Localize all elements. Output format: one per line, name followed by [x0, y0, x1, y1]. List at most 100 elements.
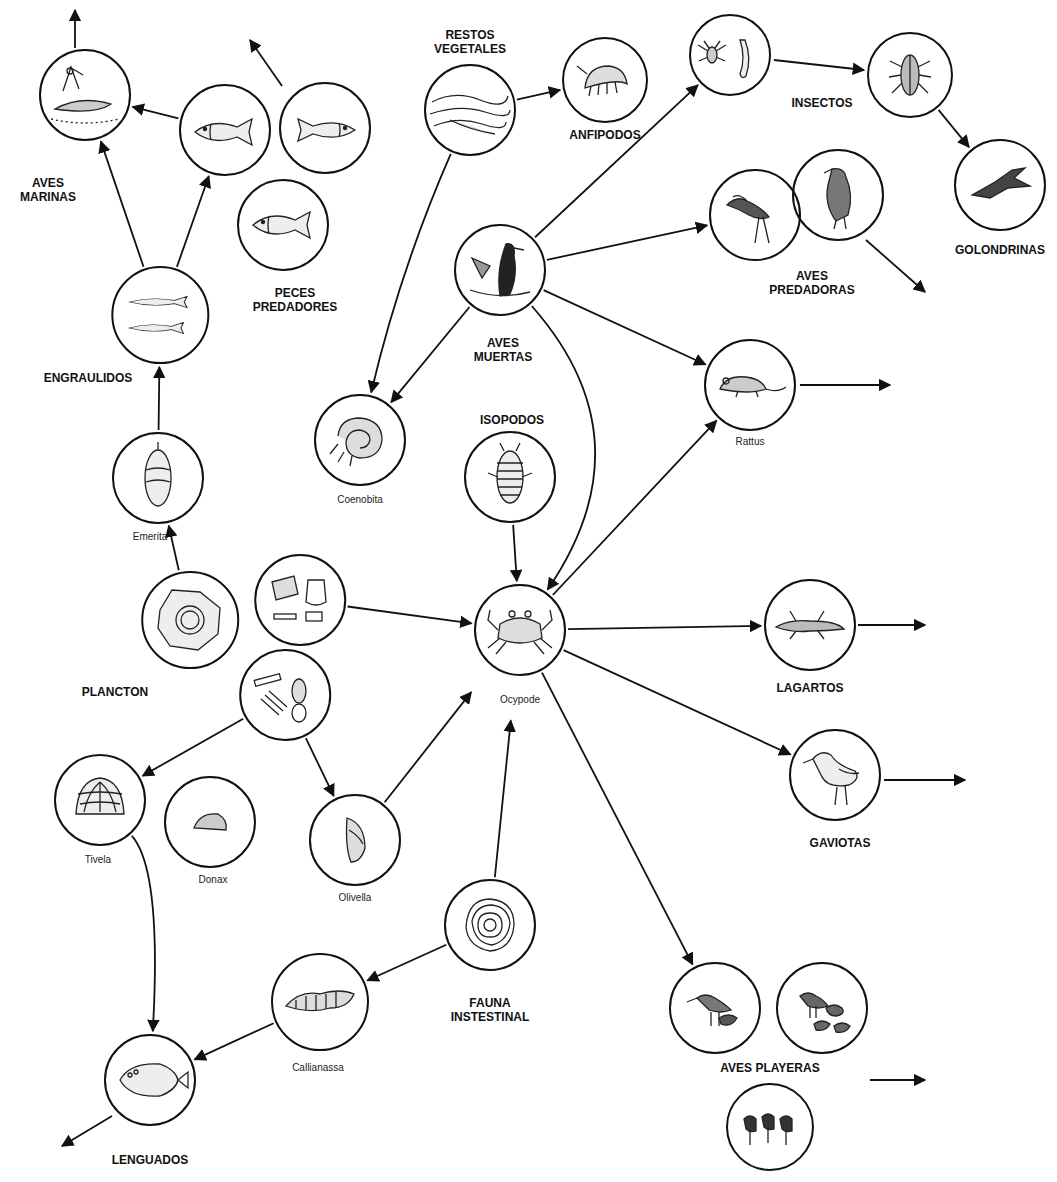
node-label: Coenobita	[337, 494, 383, 506]
organism-node: LENGUADOS	[103, 1033, 197, 1167]
food-arrow	[143, 719, 244, 776]
node-circle	[310, 795, 400, 885]
food-arrow	[101, 141, 144, 266]
node-circle	[710, 170, 800, 260]
node-label: Ocypode	[500, 694, 540, 706]
node-circle	[455, 225, 545, 315]
food-arrow	[158, 367, 161, 430]
food-arrow	[132, 836, 155, 1031]
organism-node: AVES PREDADORAS	[708, 148, 885, 297]
organism-node: ENGRAULIDOS	[44, 265, 210, 385]
node-label: PECES PREDADORES	[245, 286, 345, 314]
food-arrow	[938, 110, 968, 147]
node-label: GAVIOTAS	[810, 836, 871, 850]
node-circle	[238, 180, 328, 270]
node-circle	[705, 340, 795, 430]
node-circle	[255, 555, 345, 645]
node-outline	[13, 48, 132, 204]
food-arrow	[544, 290, 706, 364]
food-arrow	[568, 626, 761, 629]
node-label: AVES PREDADORAS	[762, 269, 862, 297]
organism-node: ANFIPODOS	[561, 36, 649, 142]
food-arrow	[177, 176, 209, 267]
food-arrow	[371, 154, 451, 392]
food-arrow	[169, 526, 179, 570]
food-arrow	[532, 306, 595, 590]
node-circle	[165, 777, 255, 867]
organism-node: GOLONDRINAS	[953, 138, 1047, 257]
node-label: FAUNA INSTESTINAL	[440, 996, 540, 1024]
node-circle	[180, 85, 270, 175]
node-circle	[445, 880, 535, 970]
node-label: AVES MARINAS	[13, 176, 83, 204]
node-circle	[113, 433, 203, 523]
organism-node: GAVIOTAS	[788, 728, 882, 850]
node-label: Rattus	[736, 436, 765, 448]
node-circle	[777, 963, 867, 1053]
organism-node: Olivella	[308, 793, 402, 904]
organism-node: LAGARTOS	[763, 578, 857, 695]
organism-node: AVES MARINAS	[13, 48, 132, 204]
food-arrow	[553, 421, 717, 595]
node-outline	[703, 338, 797, 448]
node-label: LENGUADOS	[112, 1153, 189, 1167]
node-circle	[105, 1035, 195, 1125]
food-arrow	[367, 945, 446, 981]
organism-node: INSECTOS	[688, 13, 954, 119]
organism-node: Callianassa	[270, 952, 370, 1074]
organism-node: PLANCTON	[82, 553, 347, 742]
outgoing-arrows	[62, 10, 965, 1146]
food-arrow	[513, 525, 517, 581]
node-label: GOLONDRINAS	[955, 243, 1045, 257]
node-circle	[315, 395, 405, 485]
node-circle	[280, 83, 370, 173]
organism-node: Donax	[163, 775, 257, 886]
node-label: LAGARTOS	[776, 681, 843, 695]
organism-node: Ocypode	[473, 583, 567, 706]
food-arrow	[535, 85, 698, 237]
node-label: INSECTOS	[791, 96, 852, 110]
node-outline	[953, 138, 1047, 257]
node-outline	[473, 583, 567, 706]
node-circle	[475, 585, 565, 675]
organism-node: AVES MUERTAS	[453, 223, 547, 364]
node-circle	[142, 572, 238, 668]
node-circle	[765, 580, 855, 670]
food-arrow	[306, 738, 334, 796]
node-label: AVES MUERTAS	[468, 336, 538, 364]
node-outline	[163, 775, 257, 886]
node-outline	[313, 393, 407, 506]
organism-node: Tivela	[53, 753, 147, 866]
node-label: AVES PLAYERAS	[720, 1061, 819, 1075]
node-circle	[40, 50, 130, 140]
node-circle	[670, 963, 760, 1053]
node-label: ENGRAULIDOS	[44, 371, 133, 385]
organism-node: Coenobita	[313, 393, 407, 506]
organism-node: Rattus	[703, 338, 797, 448]
node-outline	[82, 553, 347, 742]
node-circle	[868, 33, 952, 117]
node-outline	[463, 413, 557, 524]
organism-sketches	[51, 40, 1030, 1145]
node-outline	[111, 431, 205, 543]
node-label: ISOPODOS	[480, 413, 544, 427]
food-arrow	[385, 692, 472, 802]
node-label: RESTOS VEGETALES	[425, 28, 515, 56]
node-circle	[790, 730, 880, 820]
node-label: Olivella	[339, 892, 372, 904]
node-circle	[55, 755, 145, 845]
node-circle	[272, 954, 368, 1050]
node-outline	[44, 265, 210, 385]
node-label: Callianassa	[292, 1062, 344, 1074]
node-circle	[690, 15, 770, 95]
node-outline	[561, 36, 649, 142]
organism-node: FAUNA INSTESTINAL	[440, 878, 540, 1024]
node-outline	[53, 753, 147, 866]
node-outline	[270, 952, 370, 1074]
food-arrow	[495, 721, 511, 878]
node-circle	[727, 1084, 813, 1170]
node-circle	[563, 38, 647, 122]
node-outline	[763, 578, 857, 695]
organism-node: Emerita	[111, 431, 205, 543]
